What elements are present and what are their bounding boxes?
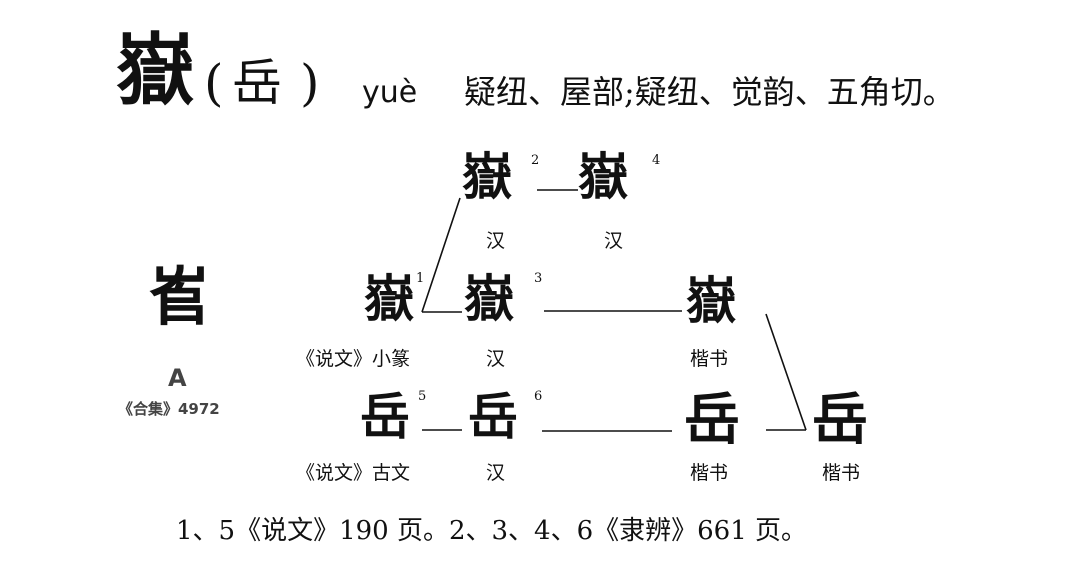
glyph-node-kaishu-final: 岳 xyxy=(812,387,868,453)
head-variant-character: 岳 xyxy=(232,54,282,112)
glyph-node-kaishu-yue-full: 嶽 xyxy=(686,271,736,330)
head-phonology: 疑纽、屋部;疑纽、觉韵、五角切。 xyxy=(464,73,955,111)
oracle-bone-glyph: 𡴎 xyxy=(148,260,212,335)
footer-sources: 1、5《说文》190 页。2、3、4、6《隶辨》661 页。 xyxy=(176,516,808,546)
label-node-kaishu-1: 楷书 xyxy=(690,348,729,370)
glyph-node-1: 嶽 xyxy=(364,269,414,328)
head-pinyin: yuè xyxy=(362,75,418,110)
ref-num-6: 6 xyxy=(534,389,543,404)
glyph-node-5: 岳 xyxy=(360,387,410,446)
glyph-node-3: 嶽 xyxy=(464,269,514,328)
connector-1-2 xyxy=(421,197,461,313)
label-node-3: 汉 xyxy=(486,348,506,370)
label-node-1: 《说文》小篆 xyxy=(296,348,411,370)
label-node-kaishu-2: 楷书 xyxy=(690,462,729,484)
ref-num-2: 2 xyxy=(531,153,540,168)
glyph-node-4: 嶽 xyxy=(578,147,628,206)
label-node-kaishu-3: 楷书 xyxy=(822,462,861,484)
head-character: 嶽 xyxy=(116,25,195,116)
label-node-4: 汉 xyxy=(604,230,624,252)
ref-num-1: 1 xyxy=(416,271,425,286)
ref-num-4: 4 xyxy=(652,153,661,168)
oracle-source: 《合集》4972 xyxy=(118,400,220,418)
label-node-5: 《说文》古文 xyxy=(296,462,411,484)
connector-7-9 xyxy=(765,313,807,431)
head-paren-close: ) xyxy=(300,54,320,112)
glyph-node-2: 嶽 xyxy=(462,147,512,206)
oracle-label: A xyxy=(168,364,187,392)
head-paren-open: ( xyxy=(204,54,224,112)
label-node-6: 汉 xyxy=(486,462,506,484)
glyph-node-kaishu-yue-short: 岳 xyxy=(684,387,740,453)
ref-num-3: 3 xyxy=(534,271,543,286)
ref-num-5: 5 xyxy=(418,389,427,404)
label-node-2: 汉 xyxy=(486,230,506,252)
glyph-node-6: 岳 xyxy=(468,387,518,446)
